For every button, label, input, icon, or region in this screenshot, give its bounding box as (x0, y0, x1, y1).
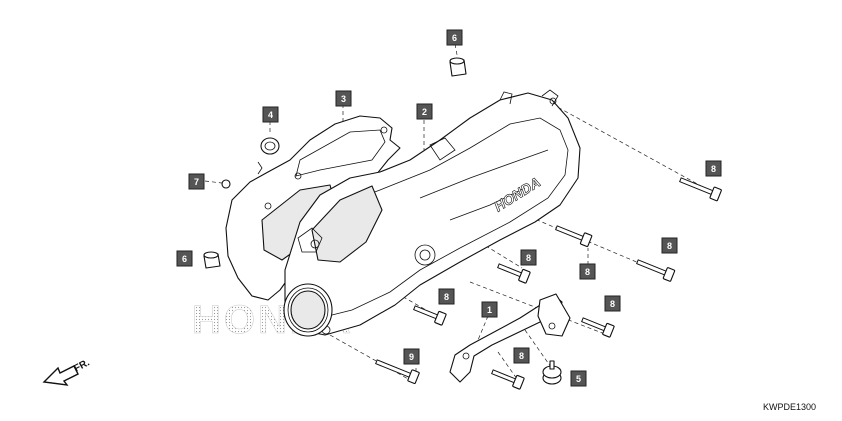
callout-8f: 8 (604, 295, 621, 312)
callout-8a: 8 (705, 160, 722, 177)
flange-bolt-8c (636, 259, 676, 282)
svg-text:2: 2 (422, 107, 427, 117)
svg-text:8: 8 (519, 351, 524, 361)
svg-text:8: 8 (610, 299, 615, 309)
callout-8e: 8 (438, 288, 455, 305)
callout-9: 9 (403, 348, 420, 365)
callout-7: 7 (188, 173, 205, 190)
svg-text:3: 3 (341, 94, 346, 104)
air-intake-duct (283, 283, 333, 337)
svg-text:8: 8 (526, 253, 531, 263)
svg-text:6: 6 (182, 254, 187, 264)
svg-text:8: 8 (585, 267, 590, 277)
reference-code: KWPDE1300 (762, 402, 816, 412)
dowel-pin-part-6-top (449, 57, 467, 77)
svg-text:8: 8 (711, 164, 716, 174)
callout-5: 5 (570, 370, 587, 387)
flange-bolt-8f (581, 317, 615, 338)
bracket-part-1 (449, 293, 571, 383)
screw-part-7 (221, 179, 231, 189)
oil-seal-part-4 (260, 137, 280, 155)
flange-bolt-8d (497, 263, 531, 284)
callout-3: 3 (335, 90, 352, 107)
flange-bolt-9 (375, 359, 420, 385)
callout-1: 1 (481, 301, 498, 318)
rubber-mount-part-5 (542, 360, 562, 385)
svg-text:4: 4 (268, 110, 273, 120)
flange-bolt-8b (555, 225, 593, 248)
callout-6-top: 6 (446, 29, 463, 46)
callout-2: 2 (416, 103, 433, 120)
flange-bolt-8e (413, 305, 447, 326)
flange-bolt-8g (491, 369, 525, 390)
svg-text:5: 5 (576, 374, 581, 384)
callout-8c: 8 (661, 237, 678, 254)
callout-6-left: 6 (176, 250, 193, 267)
svg-text:6: 6 (452, 33, 457, 43)
svg-text:9: 9 (409, 352, 414, 362)
flange-bolt-8a (679, 177, 722, 202)
dowel-pin-part-6-left (203, 251, 221, 269)
svg-text:8: 8 (444, 292, 449, 302)
front-direction-label: FR. (72, 357, 92, 374)
callout-8g: 8 (513, 347, 530, 364)
front-direction-arrow: FR. (42, 357, 92, 386)
svg-text:8: 8 (667, 241, 672, 251)
left-crankcase-cover-part-2 (284, 89, 581, 336)
callout-8d: 8 (520, 249, 537, 266)
svg-text:7: 7 (194, 177, 199, 187)
callout-8b: 8 (579, 263, 596, 280)
callout-4: 4 (262, 106, 279, 123)
svg-text:1: 1 (487, 305, 492, 315)
